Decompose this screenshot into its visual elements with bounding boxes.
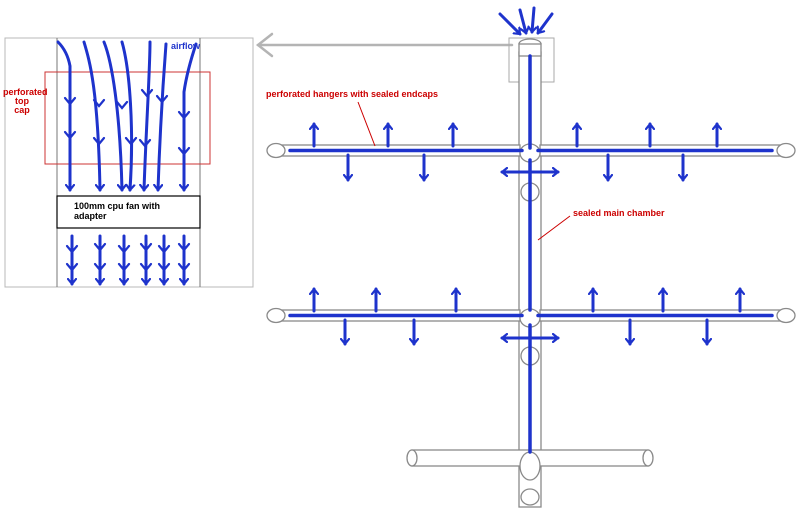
airflow-line [120, 40, 132, 190]
fan-intake-arrows [498, 6, 554, 36]
intake-arrow [518, 8, 526, 33]
inset-airflow-lower [72, 234, 184, 284]
flow-chevron [138, 138, 152, 148]
airflow-line [184, 42, 198, 190]
base-left-end [406, 449, 418, 467]
flow-chevron [140, 88, 154, 98]
flow-chevron [92, 136, 106, 146]
intake-arrow [498, 12, 522, 36]
cpu-fan-box [56, 195, 201, 229]
flow-chevron [177, 262, 191, 272]
base-right-end [642, 449, 654, 467]
flow-chevron [92, 98, 106, 108]
main-chamber-leader [537, 215, 571, 241]
airflow-line [82, 40, 100, 190]
flow-chevron [93, 262, 107, 272]
airflow-line [158, 42, 168, 190]
base-foot [520, 488, 540, 506]
lower-right-endcap [776, 307, 796, 324]
cpu-fan-label-line: 100mm cpu fan with [74, 201, 161, 211]
inset-lower-chevrons [65, 242, 191, 272]
callout-leaders [357, 101, 571, 241]
detail-pointer-arrow [255, 32, 514, 58]
flow-chevron [139, 262, 153, 272]
cpu-fan-label-line: adapter [74, 211, 107, 221]
flow-chevron [93, 242, 107, 252]
flow-chevron [177, 242, 191, 252]
top-cap-label-line: top [15, 96, 29, 106]
flow-chevron [63, 130, 77, 140]
flow-chevron [117, 262, 131, 272]
flow-chevron [139, 242, 153, 252]
flow-chevron [177, 146, 191, 156]
upper-left-endcap [266, 142, 286, 159]
intake-arrow [532, 6, 534, 32]
hanger-exhaust-arrows [314, 124, 740, 344]
main-chamber-label: sealed main chamber [573, 208, 665, 218]
base-tee [519, 451, 541, 481]
airflow-label: airflow [171, 41, 201, 51]
intake-arrow [536, 12, 554, 35]
top-cap-label-line: perforated [3, 87, 48, 97]
hangers-leader [357, 101, 376, 147]
upper-right-endcap [776, 142, 796, 159]
flow-chevron [155, 94, 169, 104]
lower-left-endcap [266, 307, 286, 324]
perforated-top-cap-label: perforated top cap [3, 87, 48, 115]
top-cap-label-line: cap [14, 105, 30, 115]
flow-chevron [177, 110, 191, 120]
inset-airflow-upper [56, 40, 198, 190]
pointer-head [255, 32, 274, 58]
flow-chevron [124, 136, 138, 146]
airflow-line [56, 40, 70, 190]
airflow-line [102, 40, 122, 190]
pipe-flow-lines [288, 54, 774, 454]
flow-chevron [115, 100, 129, 110]
flow-chevron [157, 262, 171, 272]
cpu-fan-label: 100mm cpu fan with adapter [74, 201, 160, 221]
fan-cap-body [518, 43, 542, 57]
flow-chevron [63, 96, 77, 106]
inset-airflow-chevrons [63, 88, 191, 156]
flow-chevron [65, 244, 79, 254]
flow-chevron [157, 244, 171, 254]
flow-chevron [117, 244, 131, 254]
airflow-line [144, 40, 152, 190]
hangers-label: perforated hangers with sealed endcaps [266, 89, 439, 99]
flow-chevron [65, 262, 79, 272]
